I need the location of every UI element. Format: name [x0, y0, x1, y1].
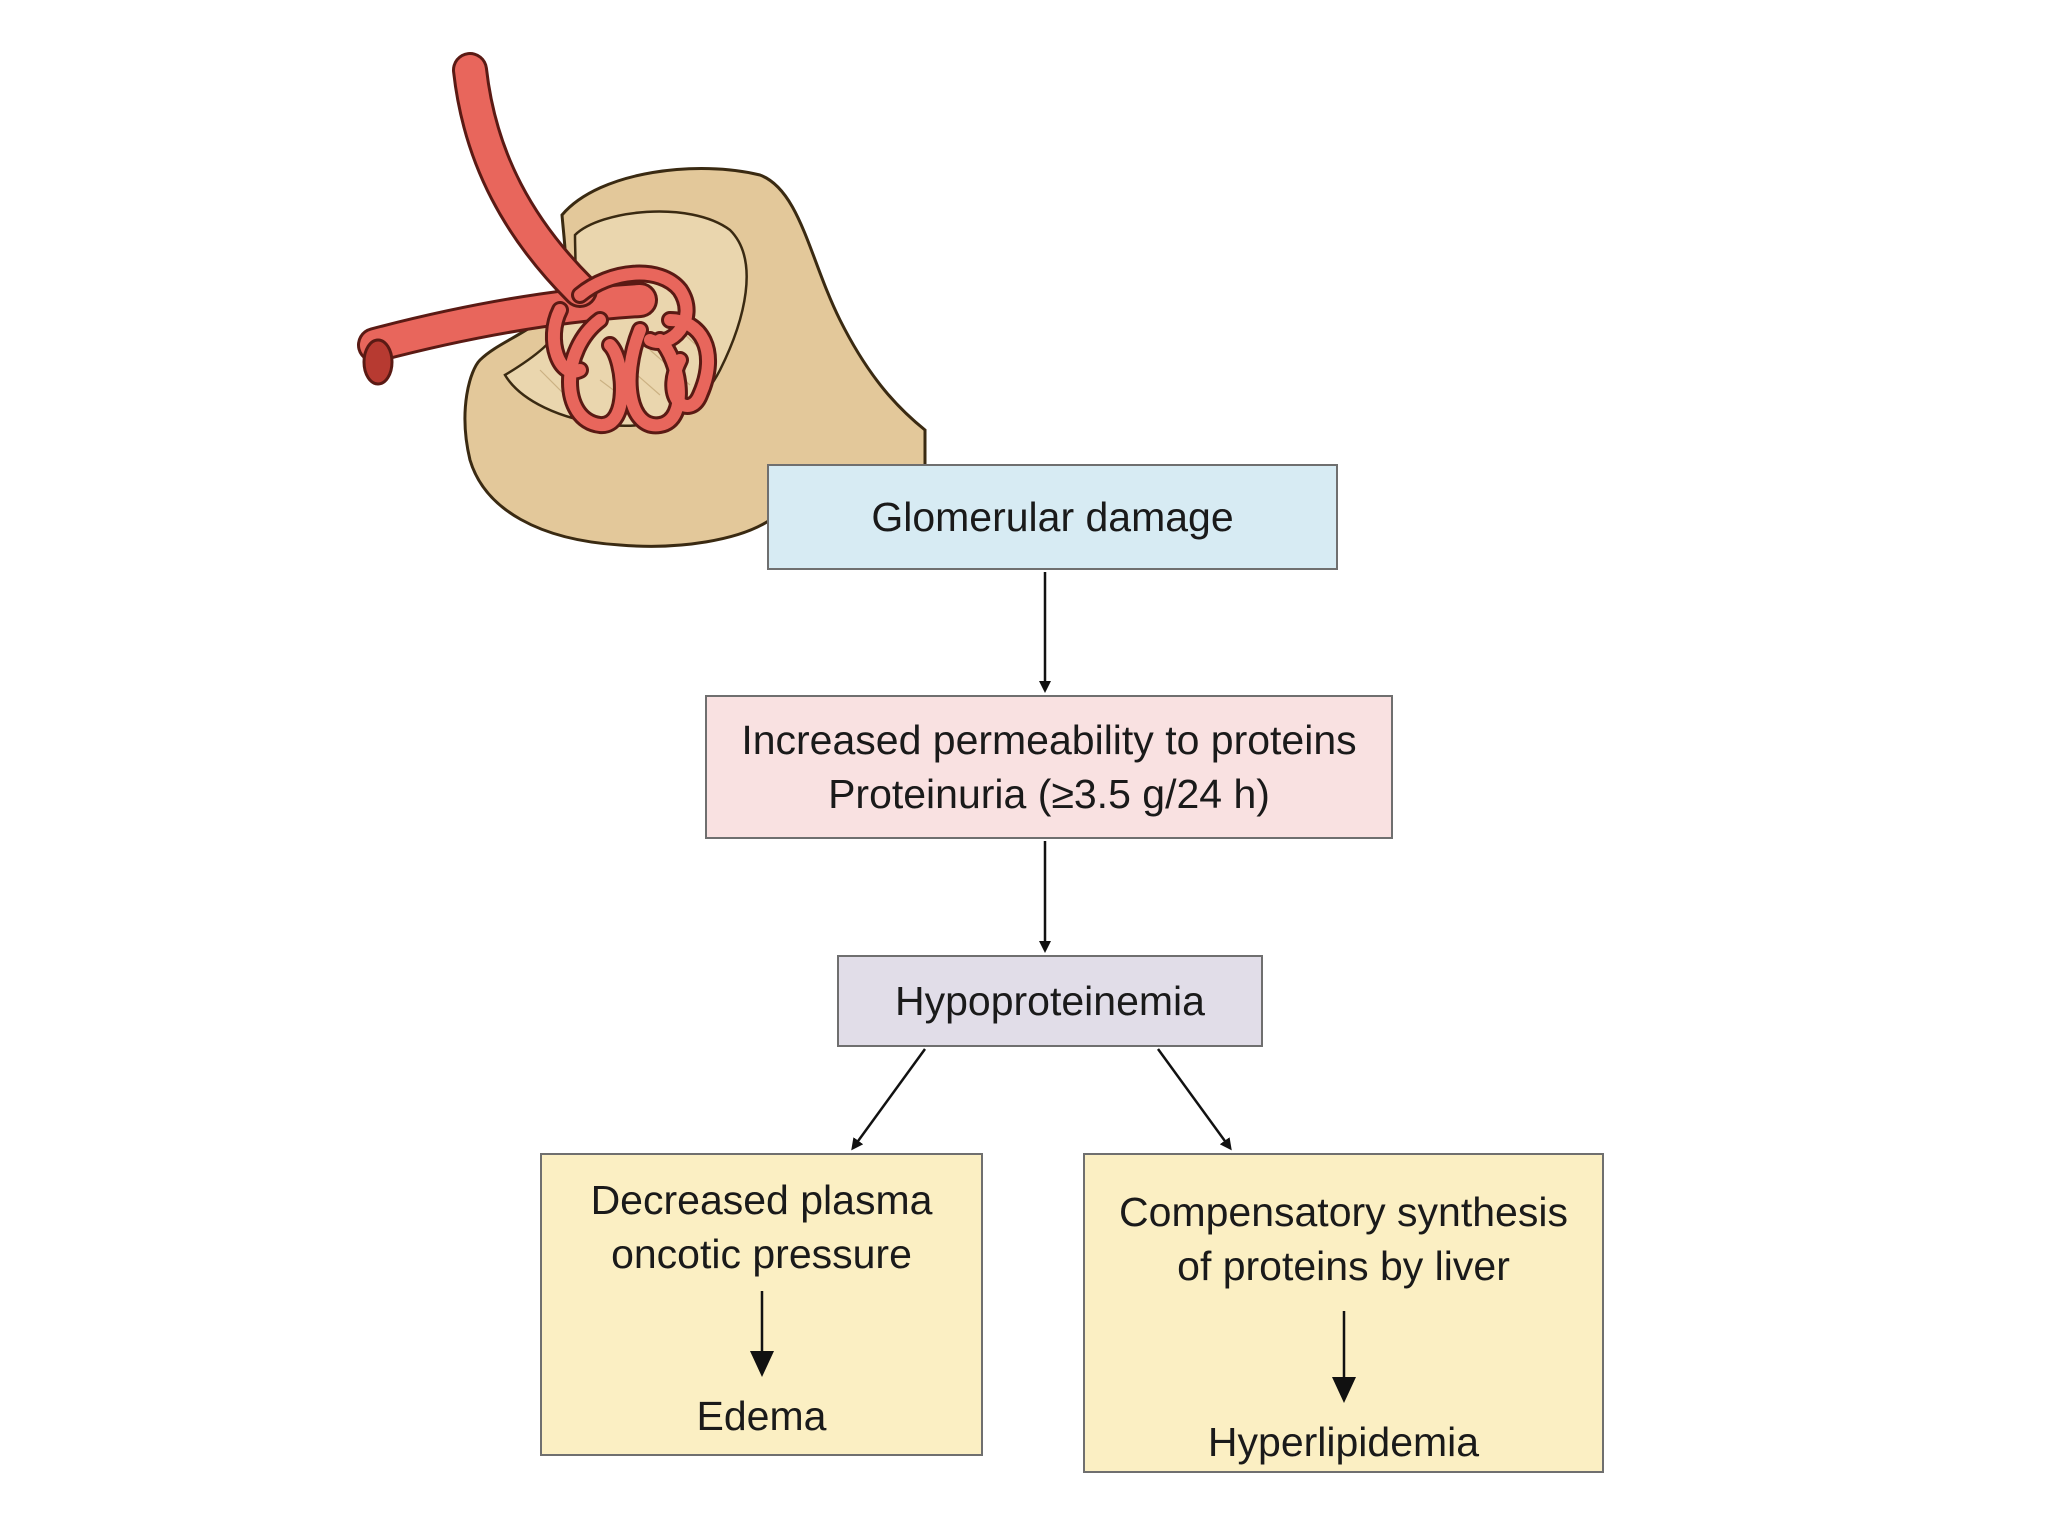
glomerular-damage-label: Glomerular damage — [871, 494, 1234, 540]
arrow-oncotic-to-edema — [749, 1291, 774, 1377]
proteinuria-label: Proteinuria (≥3.5 g/24 h) — [828, 771, 1270, 817]
arrow-compensatory-to-hyperlipidemia — [1331, 1311, 1356, 1403]
arrow-hypoproteinemia-to-compensatory — [1156, 1048, 1232, 1151]
box-increased-permeability: Increased permeability to proteins Prote… — [705, 695, 1393, 839]
permeability-label: Increased permeability to proteins — [741, 717, 1357, 763]
efferent-vessel-shape — [357, 282, 658, 363]
glomerular-tuft-shape — [544, 264, 718, 435]
hyperlipidemia-label: Hyperlipidemia — [1207, 1419, 1480, 1465]
arrow-hypoproteinemia-to-oncotic — [851, 1048, 927, 1151]
hypoproteinemia-label: Hypoproteinemia — [895, 978, 1205, 1024]
capsule-texture — [539, 329, 713, 411]
box-glomerular-damage: Glomerular damage — [767, 464, 1338, 570]
oncotic-label-line1: Decreased plasma — [590, 1177, 933, 1223]
capsule-cavity-shape — [503, 210, 748, 427]
compensatory-label-line2: of proteins by liver — [1177, 1243, 1510, 1289]
compensatory-label-line1: Compensatory synthesis — [1119, 1189, 1568, 1235]
vessel-opening-shape — [362, 338, 394, 386]
box-decreased-oncotic-pressure: Decreased plasma oncotic pressure Edema — [540, 1153, 983, 1456]
box-hypoproteinemia: Hypoproteinemia — [837, 955, 1263, 1047]
edema-label: Edema — [696, 1393, 827, 1439]
oncotic-label-line2: oncotic pressure — [611, 1231, 912, 1277]
afferent-vessel-shape — [452, 52, 598, 308]
box-compensatory-synthesis: Compensatory synthesis of proteins by li… — [1083, 1153, 1604, 1473]
